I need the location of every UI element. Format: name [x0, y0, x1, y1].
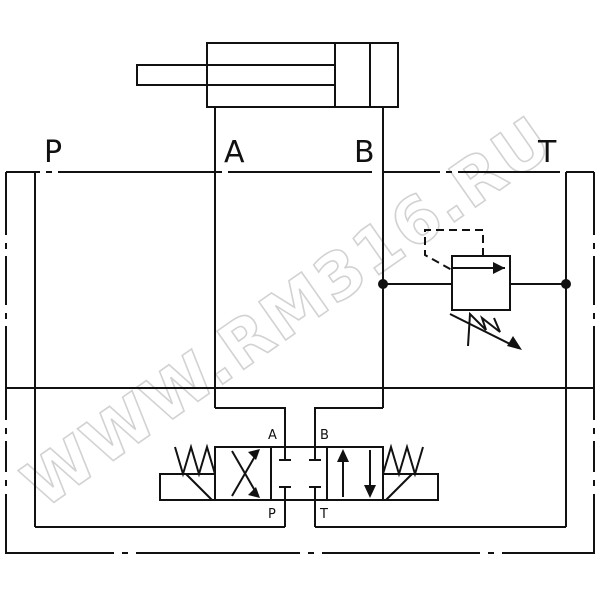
port-label-b: B — [354, 135, 375, 170]
port-label-p: P — [44, 135, 62, 170]
port-label-t: T — [537, 135, 557, 170]
valve-port-label-p: P — [268, 507, 276, 522]
flow-lines — [34, 107, 571, 408]
valve-port-label-t: T — [319, 507, 328, 522]
cylinder-rod — [136, 64, 336, 86]
pressure-relief-valve — [424, 229, 522, 350]
subplate-region — [5, 388, 595, 554]
directional-control-valve — [159, 443, 439, 501]
port-label-a: A — [224, 135, 245, 170]
valve-port-label-b: B — [320, 428, 329, 443]
valve-connections — [34, 388, 567, 528]
manifold-block — [5, 171, 595, 389]
valve-port-label-a: A — [268, 428, 277, 443]
hydraulic-cylinder — [136, 42, 399, 108]
